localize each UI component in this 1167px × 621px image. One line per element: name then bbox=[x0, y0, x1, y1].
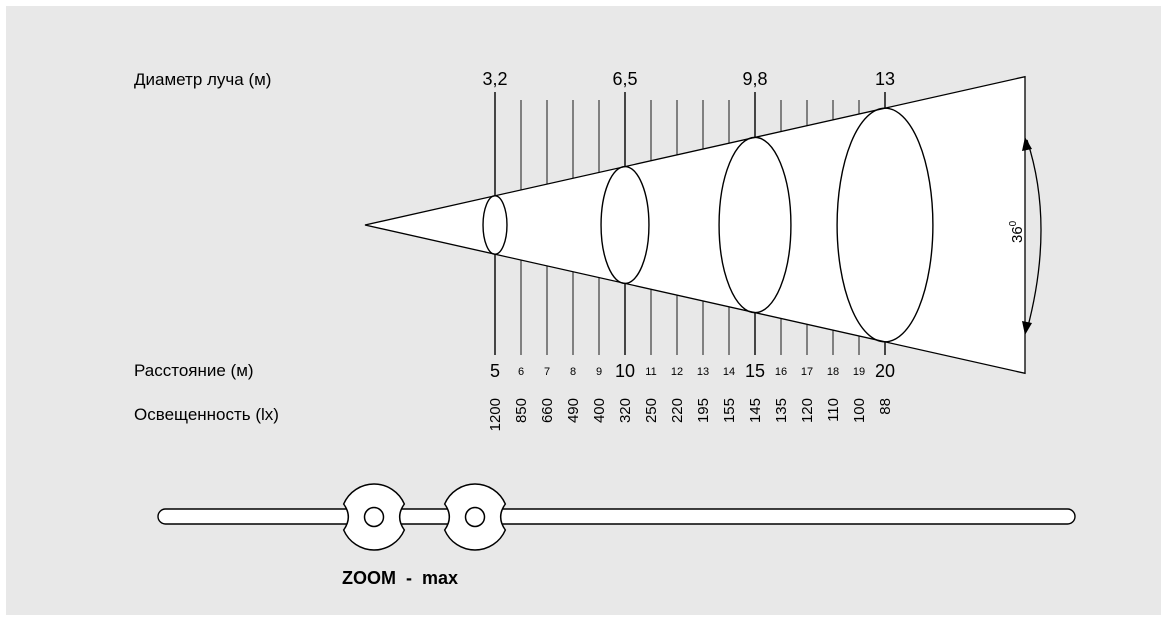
distance-value: 19 bbox=[853, 366, 865, 378]
illuminance-value: 195 bbox=[695, 398, 712, 423]
illuminance-value: 850 bbox=[513, 398, 530, 423]
distance-value: 6 bbox=[518, 366, 524, 378]
beam-cone-shape bbox=[364, 75, 1026, 375]
angle-value: 360 bbox=[1008, 220, 1026, 243]
illuminance-value: 320 bbox=[617, 398, 634, 423]
distance-value: 11 bbox=[645, 366, 656, 378]
beam-diameter-value: 3,2 bbox=[482, 69, 507, 89]
beam-ellipse bbox=[718, 136, 792, 314]
illuminance-value: 88 bbox=[877, 398, 894, 415]
distance-value: 15 bbox=[745, 361, 765, 381]
illuminance-value: 220 bbox=[669, 398, 686, 423]
beam-ellipse bbox=[836, 107, 934, 343]
beam-ellipses bbox=[482, 107, 934, 343]
beam-cone bbox=[364, 75, 1026, 375]
beam-ellipse bbox=[482, 195, 508, 255]
distance-value: 17 bbox=[801, 366, 813, 378]
distance-value: 9 bbox=[596, 366, 602, 378]
distance-value: 8 bbox=[570, 366, 576, 378]
illuminance-value: 1200 bbox=[487, 398, 504, 431]
illuminance-value: 100 bbox=[851, 398, 868, 423]
beam-diameter-value: 6,5 bbox=[612, 69, 637, 89]
distance-value: 10 bbox=[615, 361, 635, 381]
distance-value: 5 bbox=[490, 361, 500, 381]
illuminance-value: 110 bbox=[825, 398, 842, 422]
distance-value: 13 bbox=[697, 366, 709, 378]
zoom-knob[interactable] bbox=[443, 483, 507, 551]
illuminance-value: 250 bbox=[643, 398, 660, 423]
zoom-slider-track[interactable] bbox=[157, 508, 1076, 525]
angle-arc bbox=[1026, 139, 1042, 331]
diagram-labels: Диаметр луча (м) Расстояние (м) Освещенн… bbox=[134, 69, 1026, 588]
angle-arrow-down bbox=[1022, 321, 1032, 335]
illuminance-value: 490 bbox=[565, 398, 582, 423]
zoom-knob[interactable] bbox=[342, 483, 406, 551]
illuminance-value: 400 bbox=[591, 398, 608, 423]
distance-label: Расстояние (м) bbox=[134, 361, 254, 380]
beam-diameter-value: 9,8 bbox=[742, 69, 767, 89]
distance-value: 20 bbox=[875, 361, 895, 381]
distance-value: 14 bbox=[723, 366, 735, 378]
distance-value: 16 bbox=[775, 366, 787, 378]
zoom-label: ZOOM - max bbox=[342, 568, 458, 588]
illuminance-value: 120 bbox=[799, 398, 816, 423]
angle-arrow-up bbox=[1022, 137, 1032, 151]
distance-value: 18 bbox=[827, 366, 839, 378]
beam-diameter-value: 13 bbox=[875, 69, 895, 89]
illuminance-value: 135 bbox=[773, 398, 790, 423]
distance-value: 12 bbox=[671, 366, 683, 378]
illuminance-value: 660 bbox=[539, 398, 556, 423]
beam-ellipse bbox=[600, 165, 650, 285]
beam-angle-marker bbox=[1022, 137, 1042, 335]
zoom-slider[interactable] bbox=[157, 483, 1076, 551]
illuminance-label: Освещенность (lx) bbox=[134, 405, 279, 424]
illuminance-value: 155 bbox=[721, 398, 738, 423]
beam-diameter-label: Диаметр луча (м) bbox=[134, 70, 271, 89]
distance-value: 7 bbox=[544, 366, 550, 378]
illuminance-value: 145 bbox=[747, 398, 764, 423]
